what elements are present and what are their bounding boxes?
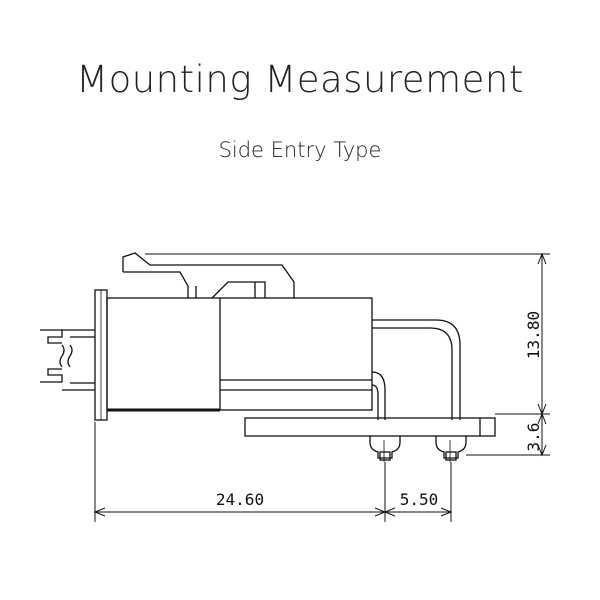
page-title: Mounting Measurement (76, 58, 524, 101)
latch-lever (122, 252, 295, 299)
dimension-total-length (93, 422, 453, 522)
board-height-label: 3.6 (524, 423, 543, 452)
solder-tail-2 (435, 436, 467, 462)
housing-body (106, 297, 373, 412)
page-subtitle: Side Entry Type (218, 138, 382, 162)
height-label: 13.80 (524, 311, 543, 359)
bent-pins (371, 319, 461, 420)
length-label: 24.60 (216, 490, 264, 509)
dimension-total-height (145, 252, 550, 457)
pitch-label: 5.50 (400, 490, 439, 509)
pcb-base (244, 417, 496, 437)
solder-tail-1 (369, 436, 401, 462)
wire-stubs (40, 329, 95, 391)
